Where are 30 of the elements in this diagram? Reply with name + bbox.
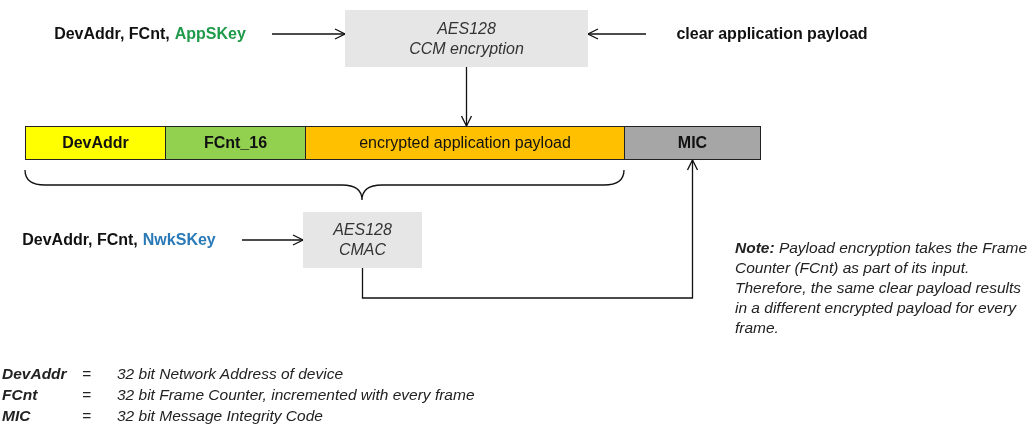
box-text: AES128 (437, 18, 496, 39)
packet-field: MIC (624, 126, 761, 160)
equals-sign: = (82, 365, 92, 383)
input-label: DevAddr, FCnt, (54, 25, 170, 43)
term-name: DevAddr (2, 365, 67, 383)
box-text: CMAC (338, 240, 387, 260)
term-name: FCnt (2, 386, 38, 404)
process-box (303, 212, 422, 268)
arrow (361, 159, 699, 299)
input-label: clear application payload (676, 25, 868, 43)
box-text: CCM encryption (409, 38, 524, 59)
term-name: MIC (2, 407, 31, 425)
key-name: AppSKey (174, 25, 246, 43)
input-label: DevAddr, FCnt, (22, 231, 138, 249)
note-text: Note: Payload encryption takes the Frame Counter (FCnt) as part of its input. Therefore, the same clear payload results in a different encrypted payload for every frame. (735, 238, 1029, 338)
arrow (241, 234, 304, 246)
arrow (587, 28, 647, 40)
process-box (345, 10, 588, 67)
term-definition: 32 bit Frame Counter, incremented with every frame (117, 386, 475, 404)
packet-field: encrypted application payload (305, 126, 625, 160)
equals-sign: = (82, 407, 92, 425)
term-definition: 32 bit Message Integrity Code (117, 407, 323, 425)
packet-field: FCnt_16 (165, 126, 306, 160)
arrow (271, 28, 346, 40)
term-definition: 32 bit Network Address of device (117, 365, 343, 383)
arrow (460, 66, 473, 127)
equals-sign: = (82, 386, 92, 404)
box-text: AES128 (333, 220, 392, 240)
key-name: NwkSKey (142, 231, 216, 249)
packet-field: DevAddr (25, 126, 166, 160)
